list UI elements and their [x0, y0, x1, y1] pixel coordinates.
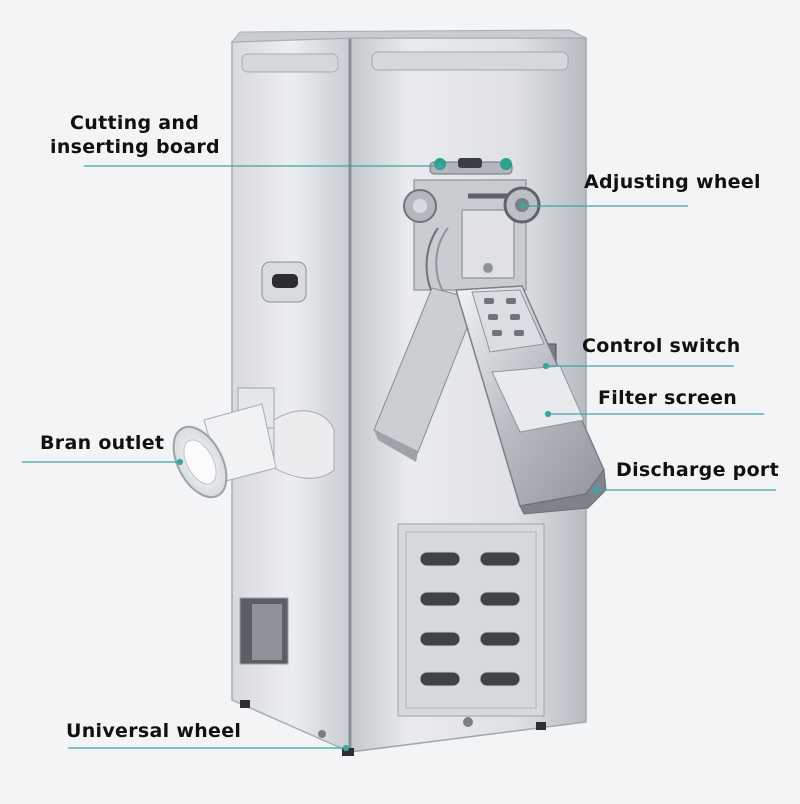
- label-discharge-port: Discharge port: [616, 459, 779, 481]
- label-control-switch: Control switch: [582, 335, 741, 357]
- bran-outlet-pipe: [172, 387, 335, 499]
- label-universal-wheel: Universal wheel: [66, 720, 242, 742]
- label-bran-outlet: Bran outlet: [40, 432, 165, 454]
- universal-wheels: [240, 700, 546, 756]
- side-opening: [239, 597, 289, 665]
- label-cutting-board-line1: Cutting and: [70, 112, 200, 134]
- discharge-chutes: [373, 285, 607, 515]
- label-cutting-board-line2: inserting board: [50, 136, 220, 158]
- label-filter-screen: Filter screen: [598, 387, 738, 409]
- vent-panel: [397, 523, 545, 727]
- cutting-inserting-board: [429, 158, 513, 175]
- adjusting-mechanism: [403, 179, 541, 301]
- leader-lines: [22, 162, 776, 752]
- label-adjusting-wheel: Adjusting wheel: [584, 171, 761, 193]
